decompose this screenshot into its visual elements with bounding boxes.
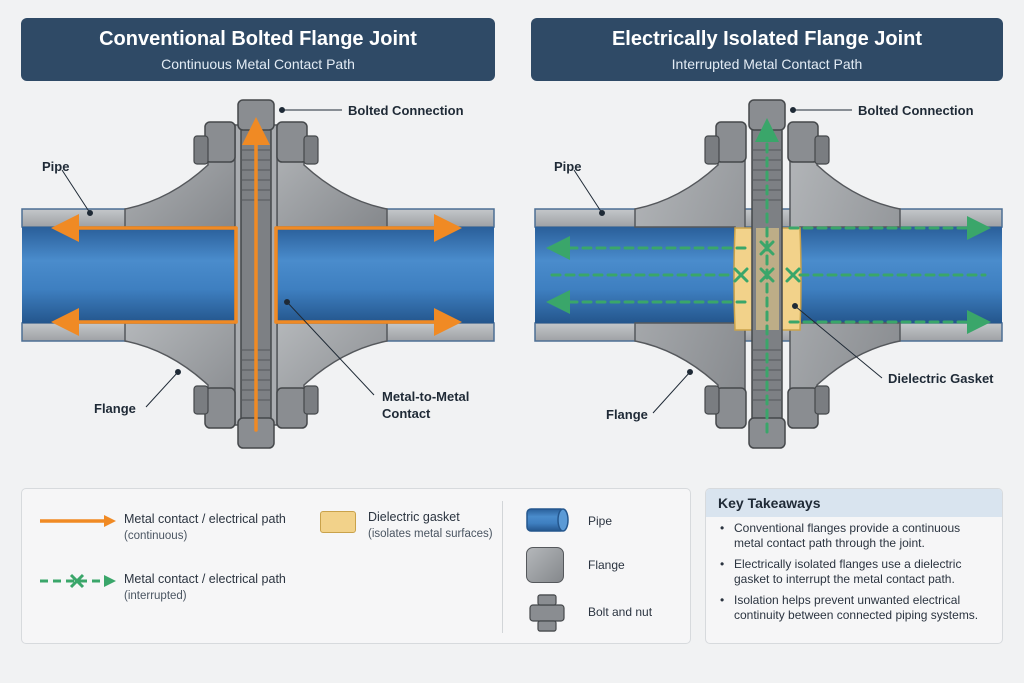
pipe-swatch-icon [526,508,569,532]
takeaways-heading: Key Takeaways [706,489,1002,517]
legend-continuous: Metal contact / electrical path (continu… [124,511,286,545]
takeaway-item: •Electrically isolated flanges use a die… [720,557,962,586]
legend-orange-arrow-icon [40,515,116,527]
label-contact: Metal-to-Metal Contact [382,388,469,422]
left-title-box: Conventional Bolted Flange Joint Continu… [21,18,495,81]
left-subtitle: Continuous Metal Contact Path [161,56,355,72]
legend-green-dashed-arrow-icon [40,573,116,589]
legend-continuous-main: Metal contact / electrical path [124,512,286,526]
takeaway-text: Electrically isolated flanges use a diel… [734,557,962,586]
legend-gasket: Dielectric gasket (isolates metal surfac… [368,509,493,543]
legend-bolt: Bolt and nut [588,605,653,619]
label-bolted-connection-right: Bolted Connection [858,103,974,118]
label-contact-line2: Contact [382,406,431,421]
flange-swatch-icon [526,547,564,583]
pipe-left [22,227,237,323]
key-takeaways-panel: Key Takeaways •Conventional flanges prov… [705,488,1003,644]
legend-pipe: Pipe [588,514,613,528]
legend: Metal contact / electrical path (continu… [21,488,691,644]
takeaway-item: •Isolation helps prevent unwanted electr… [720,593,979,622]
label-flange-right: Flange [606,407,648,422]
legend-interrupted-main: Metal contact / electrical path [124,572,286,586]
takeaway-text: Isolation helps prevent unwanted electri… [734,593,979,622]
gasket-swatch-icon [320,511,356,533]
legend-continuous-sub: (continuous) [124,530,188,542]
pipe-right [277,227,494,323]
label-dielectric-gasket: Dielectric Gasket [888,371,994,386]
takeaways-list: •Conventional flanges provide a continuo… [706,517,1002,623]
label-contact-line1: Metal-to-Metal [382,389,470,404]
legend-gasket-sub: (isolates metal surfaces) [368,528,493,540]
right-title: Electrically Isolated Flange Joint [611,28,923,50]
legend-interrupted: Metal contact / electrical path (interru… [124,571,286,605]
label-flange: Flange [94,401,136,416]
label-bolted-connection: Bolted Connection [348,103,464,118]
right-title-box: Electrically Isolated Flange Joint Inter… [531,18,1003,81]
takeaway-item: •Conventional flanges provide a continuo… [720,521,961,550]
legend-divider [502,501,503,633]
takeaway-text: Conventional flanges provide a continuou… [734,521,961,550]
isolated-flange-diagram: Bolted Connection Pipe Flange Dielectric… [512,90,1024,465]
right-subtitle: Interrupted Metal Contact Path [671,56,863,72]
legend-flange: Flange [588,558,625,572]
legend-gasket-main: Dielectric gasket [368,510,460,524]
label-pipe-right: Pipe [554,159,582,174]
left-title: Conventional Bolted Flange Joint [99,28,417,50]
conventional-flange-diagram: Bolted Connection Pipe Flange Metal-to-M… [0,90,512,465]
bolt-nut-icon [529,594,565,632]
legend-interrupted-sub: (interrupted) [124,590,187,602]
label-pipe: Pipe [42,159,70,174]
